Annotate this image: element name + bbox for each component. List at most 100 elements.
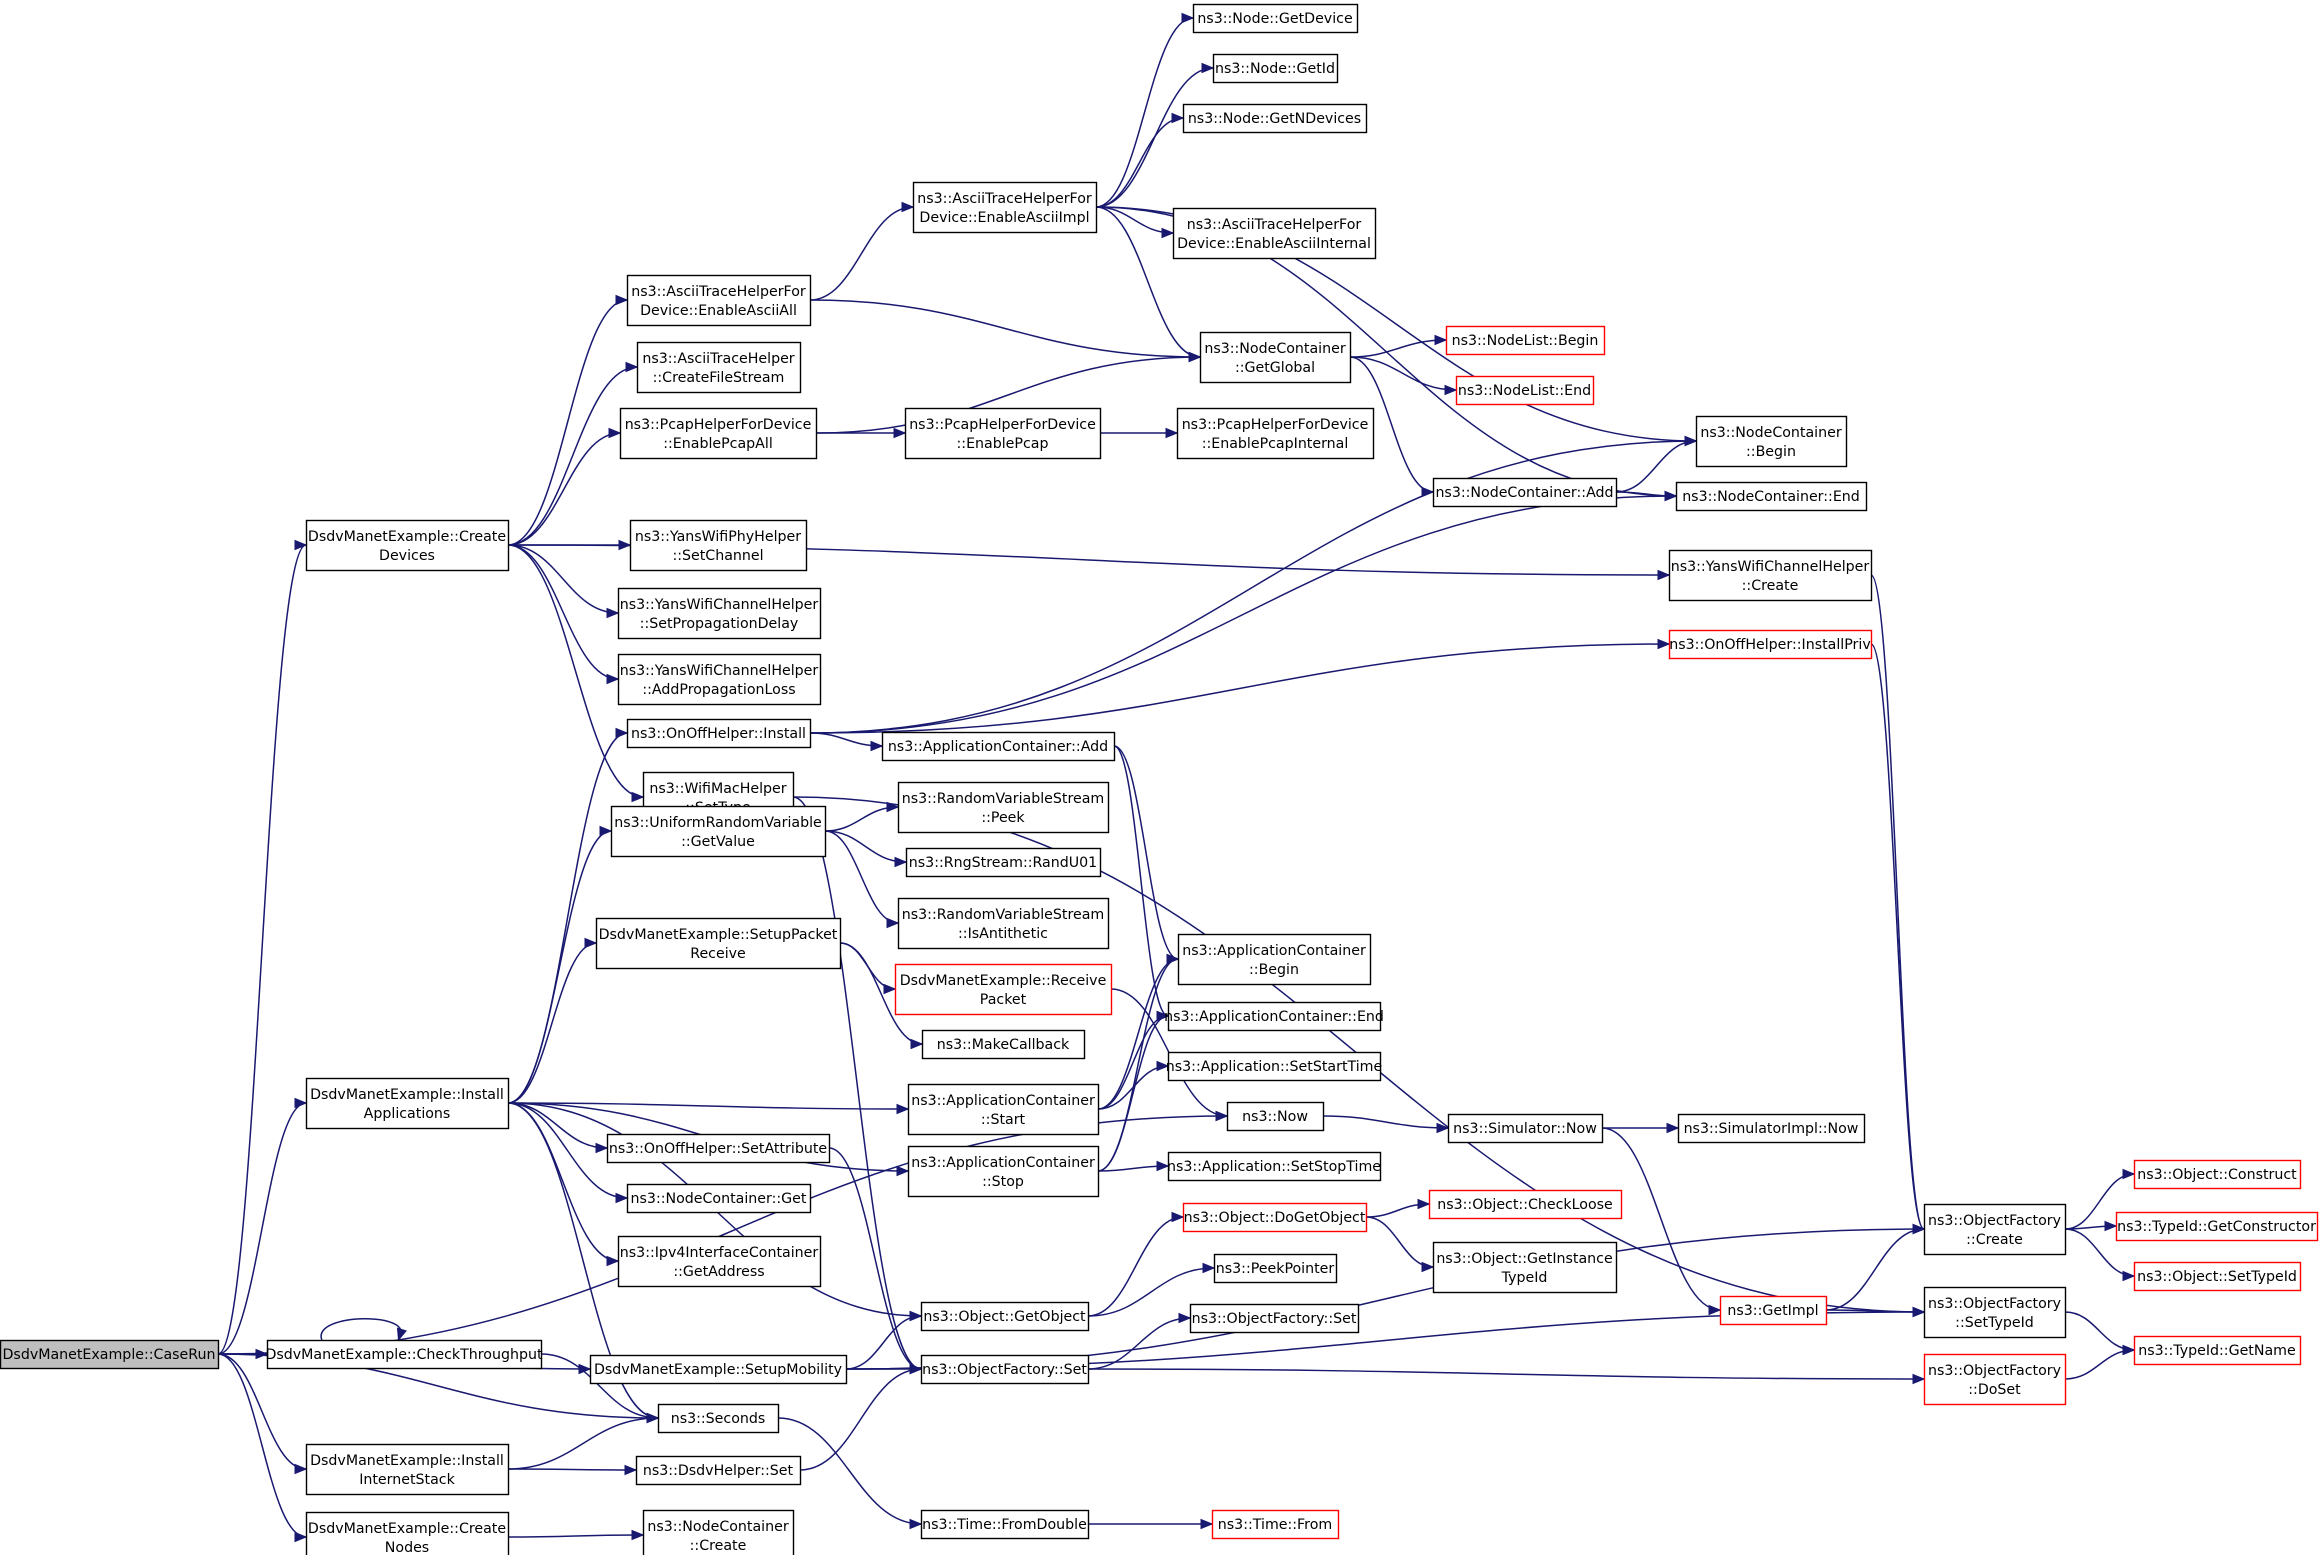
node-ofdoset[interactable]: ns3::ObjectFactory::DoSet [1923, 1353, 2067, 1406]
edge-line [815, 356, 1201, 434]
node-objsettypeid[interactable]: ns3::Object::SetTypeId [2133, 1261, 2302, 1292]
node-dsdvset[interactable]: ns3::DsdvHelper::Set [635, 1455, 802, 1486]
node-nodelistend[interactable]: ns3::NodeList::End [1455, 375, 1595, 406]
node-ywchcreate[interactable]: ns3::YansWifiChannelHelper::Create [1668, 549, 1873, 602]
node-ofcreate[interactable]: ns3::ObjectFactory::Create [1923, 1203, 2067, 1256]
node-label-line2: ::Stop [982, 1174, 1024, 1190]
node-label-line2: ::DoSet [1968, 1382, 2021, 1398]
edge-getimpl-to-ofsettypeid [1825, 1306, 1926, 1318]
edge-arrow [910, 1038, 924, 1050]
edge-arrow [1708, 1304, 1722, 1316]
node-nodecontcreate[interactable]: ns3::NodeContainer::Create [642, 1509, 795, 1555]
node-ncadd[interactable]: ns3::NodeContainer::Add [1432, 477, 1618, 508]
node-asciiall[interactable]: ns3::AsciiTraceHelperForDevice::EnableAs… [626, 274, 812, 327]
node-nodegetid[interactable]: ns3::Node::GetId [1212, 53, 1339, 84]
node-setpropdelay[interactable]: ns3::YansWifiChannelHelper::SetPropagati… [617, 587, 822, 640]
node-pcapinternal[interactable]: ns3::PcapHelperForDevice::EnablePcapInte… [1176, 407, 1375, 460]
node-appsetstart[interactable]: ns3::Application::SetStartTime [1166, 1051, 1382, 1082]
node-label-line2: ::CreateFileStream [653, 370, 785, 386]
node-label-line1: ns3::AsciiTraceHelperFor [631, 284, 806, 300]
edge-arrow [1171, 112, 1185, 124]
node-asciiimpl[interactable]: ns3::AsciiTraceHelperForDevice::EnableAs… [912, 181, 1098, 234]
node-ncgetglobal[interactable]: ns3::NodeContainer::GetGlobal [1199, 331, 1352, 384]
node-makecallback[interactable]: ns3::MakeCallback [921, 1029, 1086, 1060]
node-nodelistbegin[interactable]: ns3::NodeList::Begin [1445, 325, 1606, 356]
edge-objfactset-to-objfactset2 [1087, 1312, 1192, 1370]
node-label: ns3::DsdvHelper::Set [643, 1463, 794, 1479]
node-getimpl[interactable]: ns3::GetImpl [1719, 1295, 1828, 1326]
node-nodecontget[interactable]: ns3::NodeContainer::Get [626, 1183, 812, 1214]
edge-arrow [1444, 384, 1458, 396]
node-appcontstop[interactable]: ns3::ApplicationContainer::Stop [907, 1145, 1100, 1198]
node-caserun[interactable]: DsdvManetExample::CaseRun [0, 1339, 220, 1370]
node-simimplnow[interactable]: ns3::SimulatorImpl::Now [1677, 1113, 1866, 1144]
node-label: ns3::Now [1242, 1109, 1308, 1125]
node-onoffinstall[interactable]: ns3::OnOffHelper::Install [626, 718, 812, 749]
edge-ofcreate-to-objconstruct [2064, 1168, 2136, 1230]
node-onoffsetattr[interactable]: ns3::OnOffHelper::SetAttribute [606, 1133, 831, 1164]
node-objfactset[interactable]: ns3::ObjectFactory::Set [920, 1354, 1090, 1385]
node-typeidgetname[interactable]: ns3::TypeId::GetName [2133, 1335, 2302, 1366]
node-box [617, 653, 822, 706]
node-appcontadd[interactable]: ns3::ApplicationContainer::Add [881, 731, 1116, 762]
node-ncend[interactable]: ns3::NodeContainer::End [1675, 481, 1868, 512]
edge-line [1825, 1309, 1925, 1313]
node-pcapall[interactable]: ns3::PcapHelperForDevice::EnablePcapAll [619, 407, 818, 460]
node-ipv4getaddr[interactable]: ns3::Ipv4InterfaceContainer::GetAddress [617, 1235, 822, 1288]
node-nodegetndev[interactable]: ns3::Node::GetNDevices [1182, 103, 1368, 134]
edge-line [809, 206, 914, 301]
node-label-line2: ::Peek [981, 810, 1025, 826]
node-typeidgetctor[interactable]: ns3::TypeId::GetConstructor [2115, 1211, 2319, 1242]
node-label: ns3::Application::SetStartTime [1166, 1059, 1382, 1075]
node-label-line2: ::Create [1742, 578, 1799, 594]
node-ofsettypeid[interactable]: ns3::ObjectFactory::SetTypeId [1923, 1286, 2067, 1339]
node-seconds[interactable]: ns3::Seconds [657, 1403, 780, 1434]
node-setupmobility[interactable]: DsdvManetExample::SetupMobility [589, 1354, 848, 1385]
node-objconstruct[interactable]: ns3::Object::Construct [2133, 1159, 2302, 1190]
node-addproploss[interactable]: ns3::YansWifiChannelHelper::AddPropagati… [617, 653, 822, 706]
node-timefromdouble[interactable]: ns3::Time::FromDouble [920, 1509, 1090, 1540]
node-peekpointer[interactable]: ns3::PeekPointer [1213, 1253, 1338, 1284]
node-box [636, 341, 802, 394]
node-setchannel[interactable]: ns3::YansWifiPhyHelper::SetChannel [629, 519, 808, 572]
node-box [1428, 1189, 1623, 1220]
node-objfactset2[interactable]: ns3::ObjectFactory::Set [1189, 1303, 1360, 1334]
node-randu01[interactable]: ns3::RngStream::RandU01 [905, 847, 1102, 878]
node-box [635, 1455, 802, 1486]
edge-createdevices-to-wifisettype [507, 544, 645, 803]
edge-arrow [1156, 1010, 1170, 1022]
node-label: ns3::Object::GetObject [923, 1309, 1086, 1325]
node-appcontbegin[interactable]: ns3::ApplicationContainer::Begin [1177, 933, 1372, 986]
node-asciiinternal[interactable]: ns3::AsciiTraceHelperForDevice::EnableAs… [1172, 207, 1377, 260]
node-dogetobject[interactable]: ns3::Object::DoGetObject [1182, 1202, 1368, 1233]
node-checkthroughput[interactable]: DsdvManetExample::CheckThroughput [265, 1339, 543, 1370]
node-appsetstop[interactable]: ns3::Application::SetStopTime [1167, 1151, 1382, 1182]
node-appcontstart[interactable]: ns3::ApplicationContainer::Start [907, 1083, 1100, 1136]
node-box [1199, 331, 1352, 384]
node-createfilestream[interactable]: ns3::AsciiTraceHelper::CreateFileStream [636, 341, 802, 394]
node-appcontend[interactable]: ns3::ApplicationContainer::End [1164, 1001, 1384, 1032]
node-isantithetic[interactable]: ns3::RandomVariableStream::IsAntithetic [897, 897, 1110, 950]
node-onoffinstallpriv[interactable]: ns3::OnOffHelper::InstallPriv [1668, 629, 1873, 660]
edge-line [777, 1417, 922, 1525]
node-nodegetdevice[interactable]: ns3::Node::GetDevice [1192, 3, 1359, 34]
node-ncbegin[interactable]: ns3::NodeContainer::Begin [1695, 415, 1848, 468]
node-urvgetvalue[interactable]: ns3::UniformRandomVariable::GetValue [610, 805, 827, 858]
node-pcapenable[interactable]: ns3::PcapHelperForDevice::EnablePcap [904, 407, 1102, 460]
node-checkloose[interactable]: ns3::Object::CheckLoose [1428, 1189, 1623, 1220]
node-simnow[interactable]: ns3::Simulator::Now [1447, 1113, 1604, 1144]
node-label-line1: ns3::ObjectFactory [1928, 1363, 2061, 1379]
edge-arrow [606, 673, 620, 685]
node-timefrom[interactable]: ns3::Time::From [1211, 1509, 1340, 1540]
node-objgetobject[interactable]: ns3::Object::GetObject [920, 1301, 1090, 1332]
node-ns3now[interactable]: ns3::Now [1226, 1101, 1325, 1132]
node-rvspeek[interactable]: ns3::RandomVariableStream::Peek [897, 781, 1110, 834]
